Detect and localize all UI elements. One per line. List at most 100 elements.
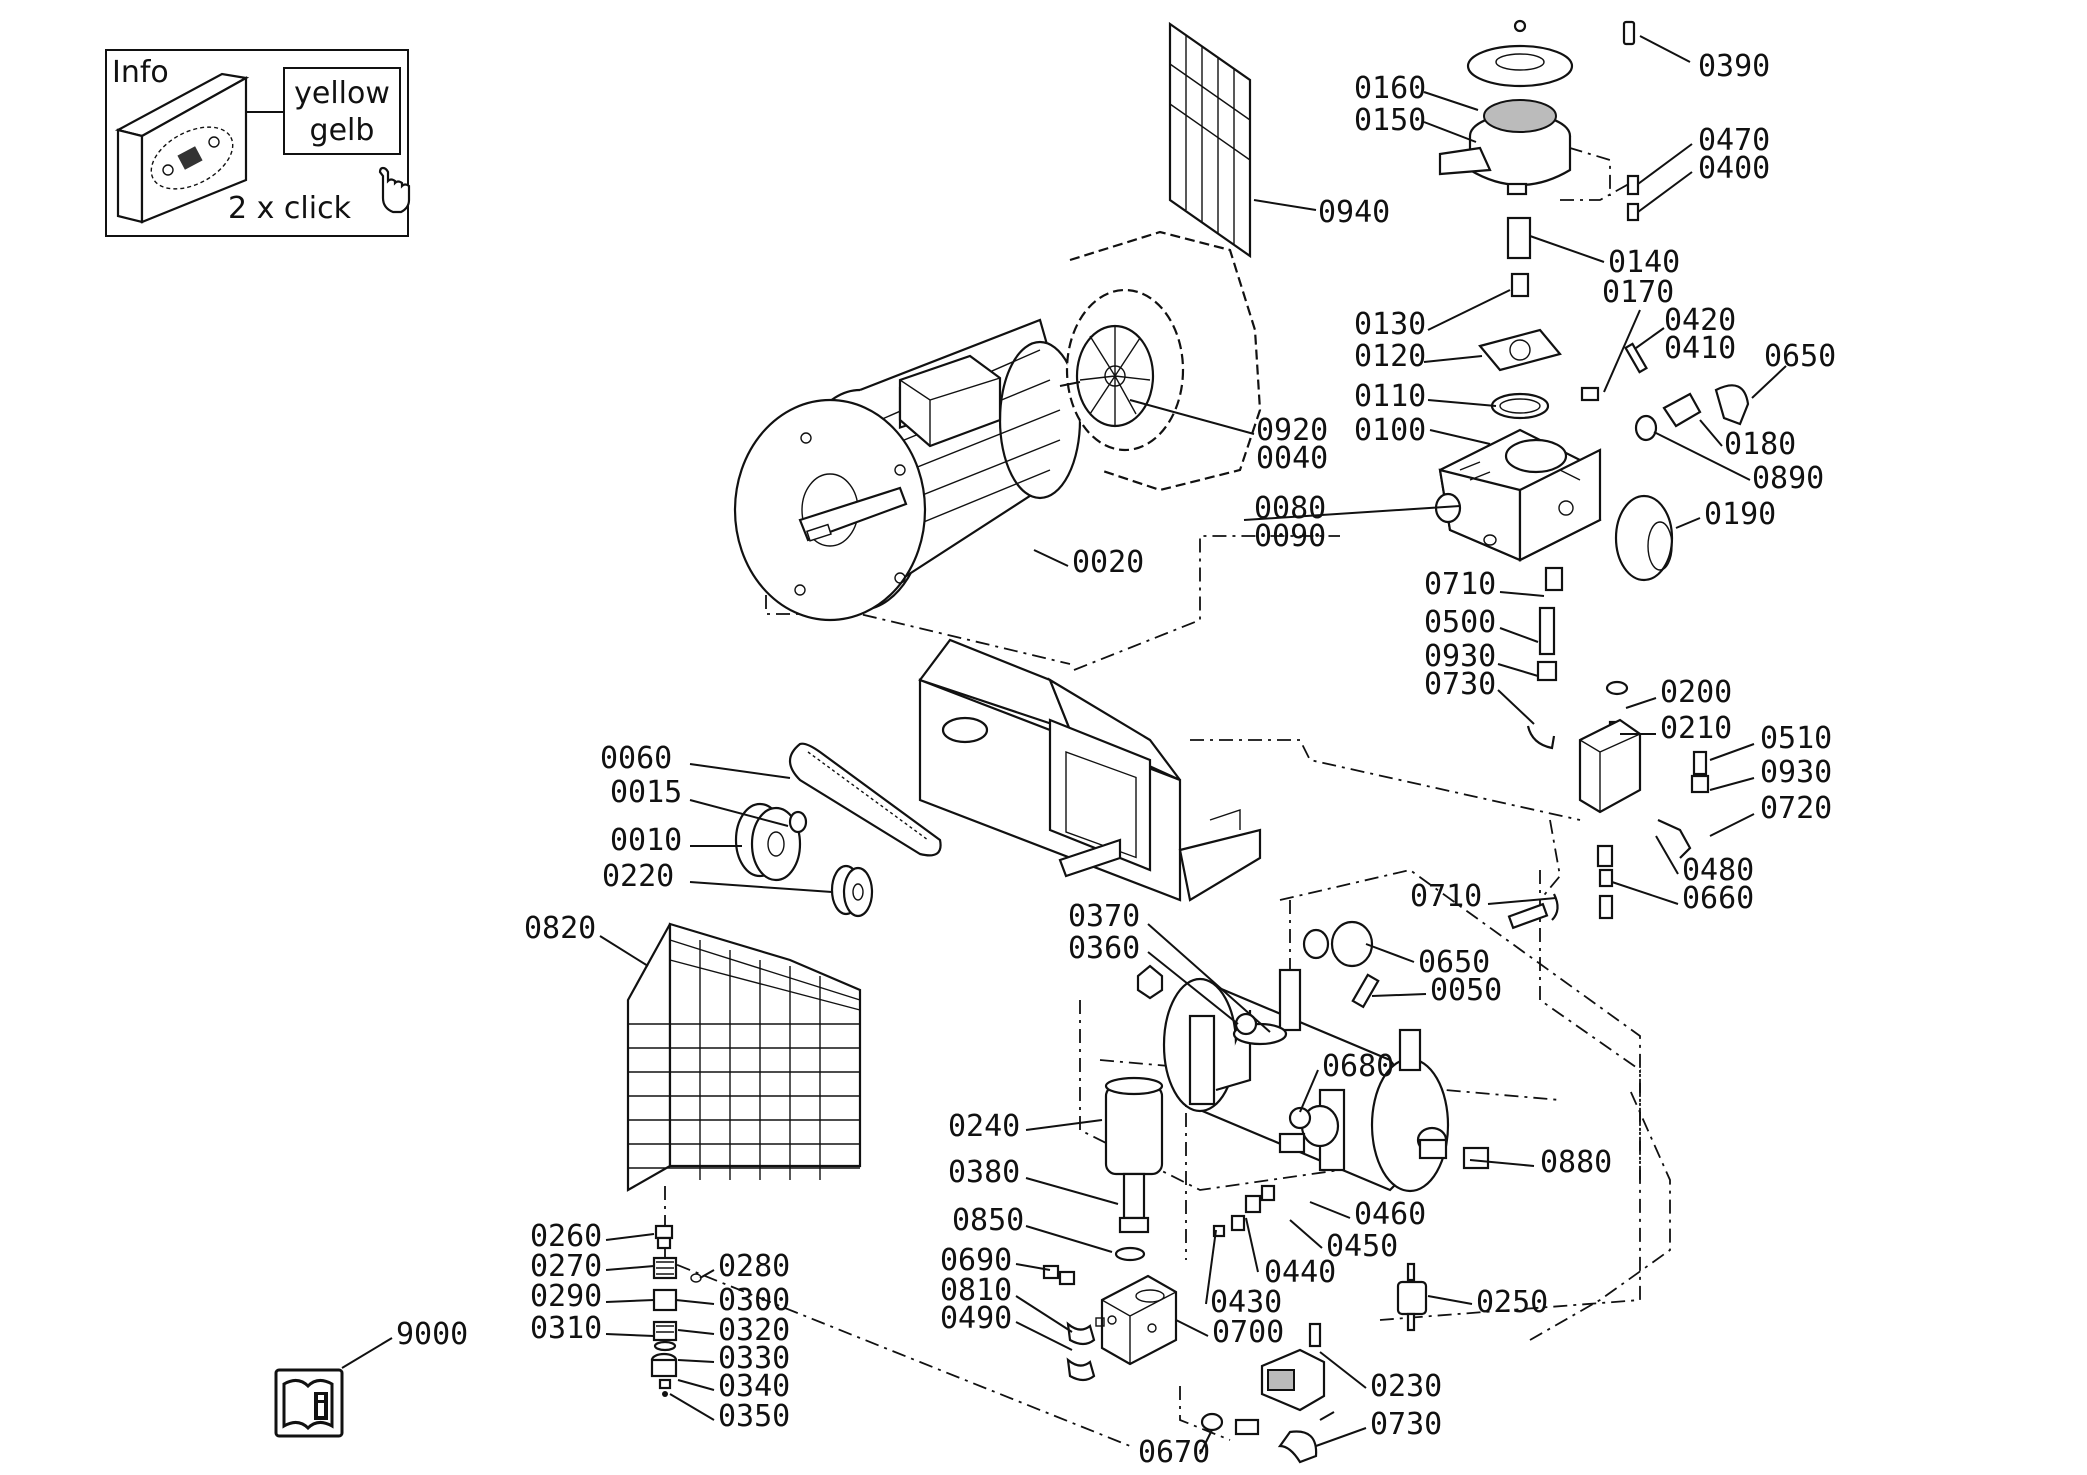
belt-guard[interactable] — [626, 922, 862, 1192]
part-number[interactable]: 0890 — [1752, 461, 1824, 496]
part-number[interactable]: 0220 — [602, 859, 674, 894]
part-callout-0930[interactable]: 0930 — [1709, 755, 1832, 791]
part-number[interactable]: 0200 — [1660, 675, 1732, 710]
part-callout-0500[interactable]: 0500 — [1424, 605, 1539, 643]
part-callout-0820[interactable]: 0820 — [524, 911, 649, 967]
part-number[interactable]: 0310 — [530, 1311, 602, 1346]
info-panel[interactable]: Info yellow gelb 2 x click — [105, 49, 411, 237]
part-callout-0490[interactable]: 0490 — [940, 1301, 1073, 1351]
part-number[interactable]: 0350 — [718, 1399, 790, 1434]
part-number[interactable]: 0690 — [940, 1243, 1012, 1278]
part-number[interactable]: 0680 — [1322, 1049, 1394, 1084]
part-callout-0050[interactable]: 0050 — [1371, 973, 1502, 1008]
part-number[interactable]: 0340 — [718, 1369, 790, 1404]
part-number[interactable]: 0360 — [1068, 931, 1140, 966]
part-callout-0040[interactable]: 0040 — [1256, 441, 1328, 476]
part-number[interactable]: 0370 — [1068, 899, 1140, 934]
part-callout-0090[interactable]: 0090 — [1254, 519, 1326, 554]
part-number[interactable]: 0010 — [610, 823, 682, 858]
part-callout-0690[interactable]: 0690 — [940, 1243, 1051, 1278]
part-number[interactable]: 0420 — [1664, 303, 1736, 338]
part-callout-0320[interactable]: 0320 — [677, 1313, 790, 1348]
part-number[interactable]: 0930 — [1760, 755, 1832, 790]
part-callout-0890[interactable]: 0890 — [1653, 431, 1824, 496]
part-number[interactable]: 0240 — [948, 1109, 1020, 1144]
part-callout-0220[interactable]: 0220 — [602, 859, 833, 894]
part-callout-0920[interactable]: 0920 — [1129, 399, 1328, 448]
part-number[interactable]: 0270 — [530, 1249, 602, 1284]
part-callout-0170[interactable]: 0170 — [1602, 275, 1674, 393]
part-callout-0700[interactable]: 0700 — [1175, 1315, 1284, 1350]
part-callout-0300[interactable]: 0300 — [675, 1283, 790, 1318]
part-callout-0340[interactable]: 0340 — [677, 1369, 790, 1404]
solenoid-valve[interactable] — [1200, 1322, 1335, 1464]
part-callout-0180[interactable]: 0180 — [1699, 419, 1796, 462]
part-callout-0410[interactable]: 0410 — [1664, 331, 1736, 366]
part-callout-0060[interactable]: 0060 — [600, 741, 791, 779]
part-callout-0160[interactable]: 0160 — [1354, 71, 1479, 111]
part-callout-0880[interactable]: 0880 — [1469, 1145, 1612, 1180]
part-number[interactable]: 0880 — [1540, 1145, 1612, 1180]
part-callout-0730[interactable]: 0730 — [1315, 1407, 1442, 1447]
air-tank[interactable] — [1136, 920, 1490, 1193]
part-number[interactable]: 0730 — [1424, 667, 1496, 702]
part-number[interactable]: 0015 — [610, 775, 682, 810]
part-number[interactable]: 0430 — [1210, 1285, 1282, 1320]
part-number[interactable]: 0260 — [530, 1219, 602, 1254]
part-number[interactable]: 0380 — [948, 1155, 1020, 1190]
part-callout-0430[interactable]: 0430 — [1205, 1229, 1282, 1320]
part-number[interactable]: 0130 — [1354, 307, 1426, 342]
belt[interactable] — [788, 742, 942, 857]
part-number[interactable]: 0280 — [718, 1249, 790, 1284]
part-number[interactable]: 0050 — [1430, 973, 1502, 1008]
part-number[interactable]: 0450 — [1326, 1229, 1398, 1264]
part-callout-0710[interactable]: 0710 — [1410, 879, 1557, 914]
part-callout-0360[interactable]: 0360 — [1068, 931, 1239, 1025]
part-callout-0015[interactable]: 0015 — [610, 775, 789, 827]
part-number[interactable]: 0300 — [718, 1283, 790, 1318]
part-number[interactable]: 0210 — [1660, 711, 1732, 746]
pulley-small[interactable] — [830, 864, 874, 918]
part-number[interactable]: 0810 — [940, 1273, 1012, 1308]
part-callout-0190[interactable]: 0190 — [1675, 497, 1776, 532]
part-number[interactable]: 0710 — [1424, 567, 1496, 602]
part-callout-0100[interactable]: 0100 — [1354, 413, 1491, 448]
valve-stack[interactable] — [650, 1224, 702, 1397]
part-callout-0650[interactable]: 0650 — [1751, 339, 1836, 399]
part-number[interactable]: 0650 — [1764, 339, 1836, 374]
part-callout-0260[interactable]: 0260 — [530, 1219, 655, 1254]
part-number[interactable]: 0660 — [1682, 881, 1754, 916]
part-callout-0370[interactable]: 0370 — [1068, 899, 1271, 1033]
part-number[interactable]: 0160 — [1354, 71, 1426, 106]
part-callout-0420[interactable]: 0420 — [1635, 303, 1736, 349]
part-number[interactable]: 0500 — [1424, 605, 1496, 640]
part-callout-0200[interactable]: 0200 — [1625, 675, 1732, 710]
part-number[interactable]: 0710 — [1410, 879, 1482, 914]
part-callout-0310[interactable]: 0310 — [530, 1311, 655, 1346]
part-number[interactable]: 0290 — [530, 1279, 602, 1314]
part-callout-0130[interactable]: 0130 — [1354, 289, 1511, 342]
part-callout-0140[interactable]: 0140 — [1529, 235, 1680, 280]
part-number[interactable]: 0180 — [1724, 427, 1796, 462]
part-number[interactable]: 0730 — [1370, 1407, 1442, 1442]
part-callout-0390[interactable]: 0390 — [1639, 35, 1770, 84]
part-number[interactable]: 0930 — [1424, 639, 1496, 674]
part-number[interactable]: 0460 — [1354, 1197, 1426, 1232]
part-number[interactable]: 0110 — [1354, 379, 1426, 414]
part-number[interactable]: 0390 — [1698, 49, 1770, 84]
part-number[interactable]: 0490 — [940, 1301, 1012, 1336]
part-number[interactable]: 0090 — [1254, 519, 1326, 554]
part-number[interactable]: 0440 — [1264, 1255, 1336, 1290]
part-callout-0380[interactable]: 0380 — [948, 1155, 1119, 1205]
part-callout-0110[interactable]: 0110 — [1354, 379, 1497, 414]
base-plate[interactable] — [918, 638, 1262, 902]
part-callout-9000[interactable]: 9000 — [396, 1317, 468, 1352]
manual-info-icon[interactable] — [274, 1337, 393, 1438]
part-callout-0510[interactable]: 0510 — [1709, 721, 1832, 761]
part-number[interactable]: 0920 — [1256, 413, 1328, 448]
part-callout-0440[interactable]: 0440 — [1245, 1217, 1336, 1290]
part-number[interactable]: 0190 — [1704, 497, 1776, 532]
part-callout-0010[interactable]: 0010 — [610, 823, 742, 858]
part-callout-0330[interactable]: 0330 — [677, 1341, 790, 1376]
part-callout-0230[interactable]: 0230 — [1319, 1351, 1442, 1404]
